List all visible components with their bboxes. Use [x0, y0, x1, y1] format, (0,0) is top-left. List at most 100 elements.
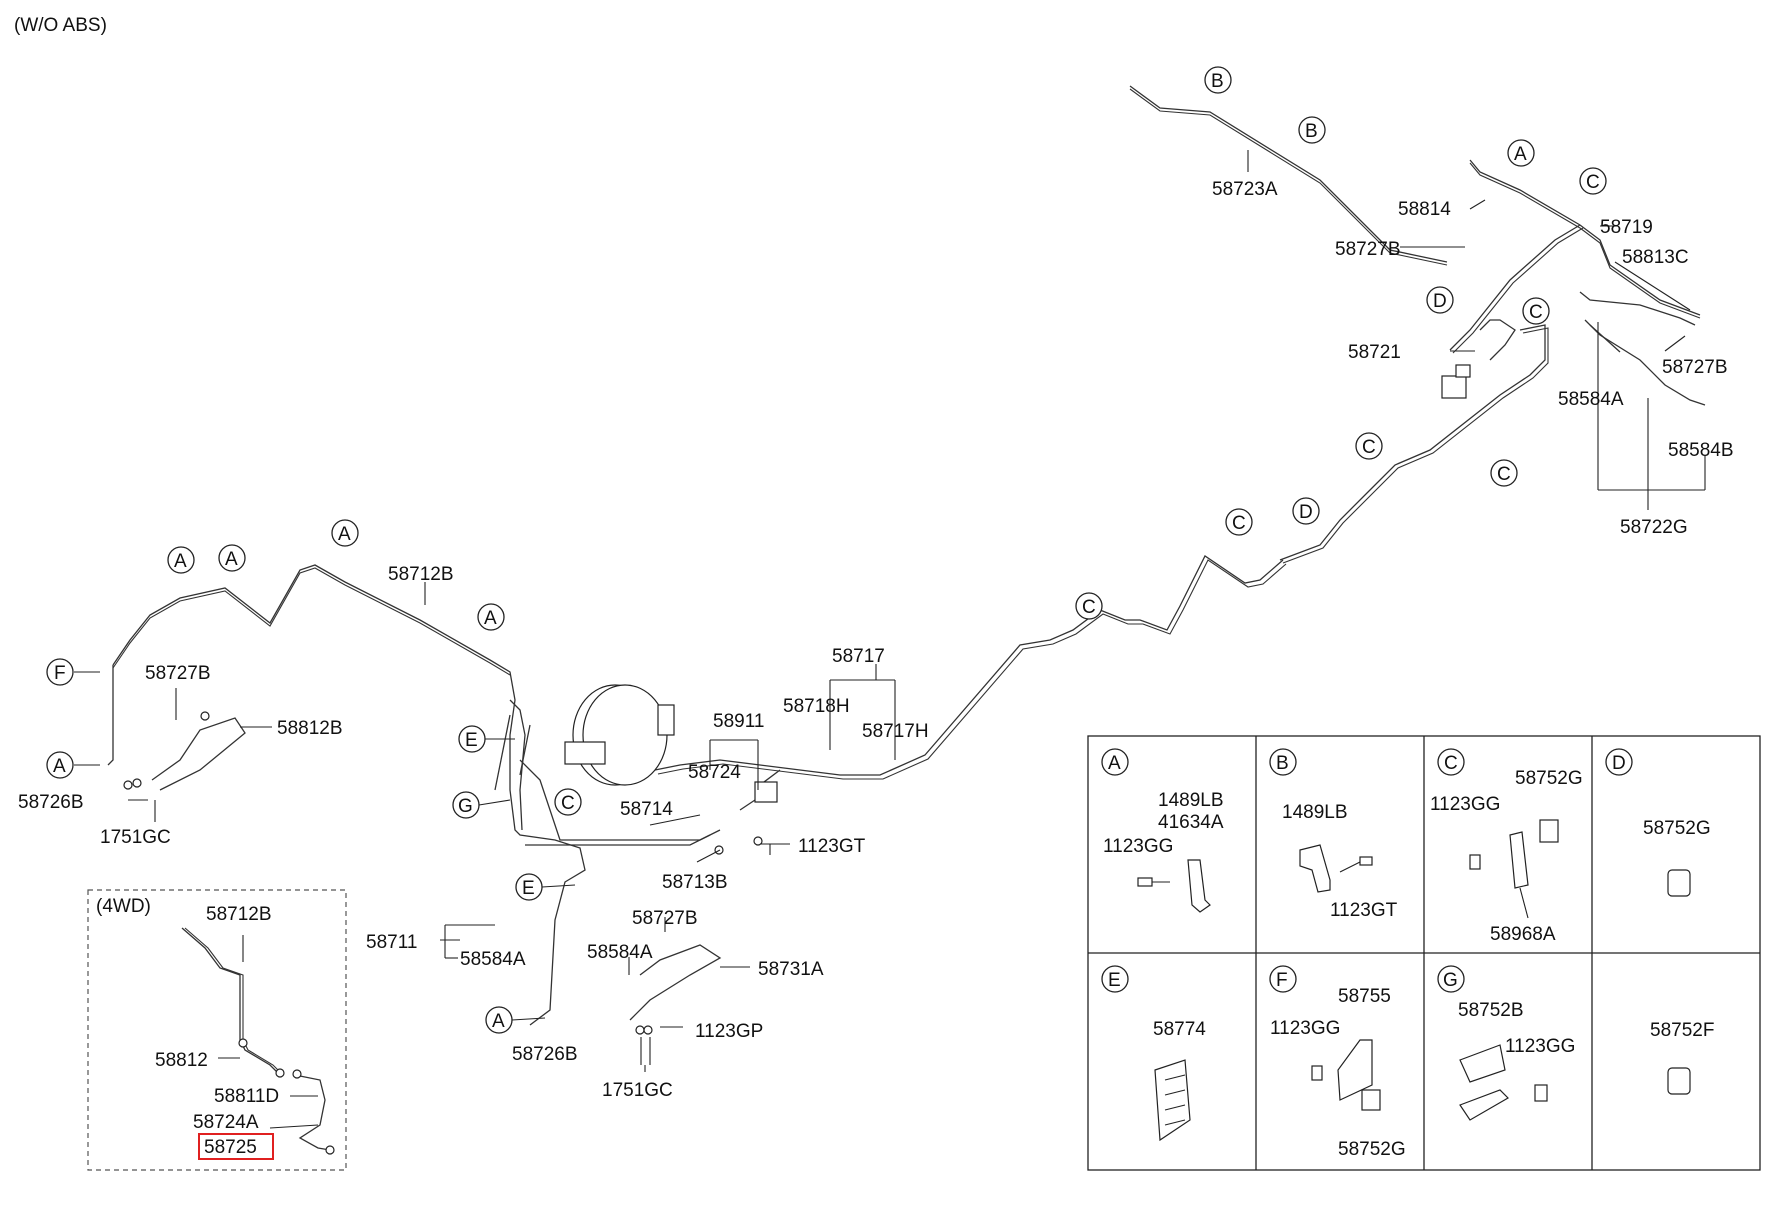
callout-F: F [46, 658, 74, 686]
label-58711: 58711 [366, 932, 417, 953]
svg-text:A: A [484, 608, 497, 629]
label-1751GC-left: 1751GC [100, 827, 171, 848]
label-58731A: 58731A [758, 959, 824, 980]
svg-text:1123GG: 1123GG [1103, 836, 1173, 857]
svg-text:E: E [1108, 970, 1121, 991]
bolt-icon [1534, 1084, 1548, 1102]
label-58812B: 58812B [277, 718, 343, 739]
inset-label-58811D: 58811D [214, 1086, 279, 1107]
callout-C: C [1490, 459, 1518, 487]
svg-text:58774: 58774 [1153, 1019, 1206, 1040]
svg-text:D: D [1433, 291, 1447, 312]
label-58724: 58724 [688, 762, 741, 783]
callout-A: A [46, 751, 74, 779]
svg-text:1123GG: 1123GG [1270, 1018, 1340, 1039]
svg-text:E: E [465, 730, 478, 751]
label-58718H: 58718H [783, 696, 850, 717]
clip-58752F [1667, 1067, 1691, 1095]
svg-text:C: C [1444, 753, 1458, 774]
bolt-icon [1311, 1065, 1323, 1081]
legend-cell-D: D 58752G [1605, 748, 1711, 897]
label-58712B: 58712B [388, 564, 454, 585]
label-58813C: 58813C [1622, 247, 1689, 268]
clip-g-bracket [1459, 1089, 1509, 1121]
clip-legend-table: A 1489LB 41634A 1123GG B 1489LB 1123GT 1… [1087, 735, 1761, 1171]
svg-text:1489LB: 1489LB [1158, 790, 1224, 811]
label-58717H: 58717H [862, 721, 929, 742]
inset-label-58725: 58725 [204, 1137, 257, 1158]
label-58713B: 58713B [662, 872, 728, 893]
callout-B: B [1298, 116, 1326, 144]
svg-text:D: D [1612, 753, 1626, 774]
inset-label-58812: 58812 [155, 1050, 208, 1071]
callout-A: A [167, 546, 195, 574]
svg-text:1123GG: 1123GG [1505, 1036, 1575, 1057]
rear-brake-lines [1129, 85, 1706, 564]
callout-A: A [218, 544, 246, 572]
svg-text:A: A [338, 524, 351, 545]
clip-a-bracket [1187, 859, 1211, 913]
proportioning-valve [1441, 375, 1467, 399]
callout-C: C [1522, 297, 1550, 325]
clip-c-retainer [1539, 819, 1559, 843]
inset-label-58712B: 58712B [206, 904, 272, 925]
label-58814: 58814 [1398, 199, 1451, 220]
callout-C: C [1355, 432, 1383, 460]
svg-text:58752G: 58752G [1515, 768, 1583, 789]
legend-cell-C: 1123GG C 1123GG 58752G 58968A [1430, 748, 1583, 945]
clip-f-retainer [1361, 1089, 1381, 1111]
svg-text:A: A [53, 756, 66, 777]
label-58721: 58721 [1348, 342, 1401, 363]
svg-text:58755: 58755 [1338, 986, 1391, 1007]
callout-C: C [554, 788, 582, 816]
label-58584A-mid2: 58584A [587, 942, 653, 963]
bolt-icon [1137, 877, 1153, 887]
svg-text:C: C [1082, 597, 1096, 618]
svg-text:B: B [1211, 71, 1224, 92]
svg-text:F: F [1276, 970, 1288, 991]
bolt-icon [1469, 854, 1481, 870]
label-58727B-top: 58727B [1335, 239, 1401, 260]
callout-circles: B B A C D C C C D C C A A A A F A E G C … [46, 66, 1607, 1034]
clip-e-multi [1154, 1059, 1191, 1142]
label-1123GP: 1123GP [695, 1021, 763, 1042]
svg-text:41634A: 41634A [1158, 812, 1224, 833]
bolt-icon [1359, 856, 1373, 866]
label-58714: 58714 [620, 799, 673, 820]
callout-A: A [331, 519, 359, 547]
label-58584B: 58584B [1668, 440, 1734, 461]
label-58726B-left: 58726B [18, 792, 84, 813]
legend-cell-G: G 58752B 1123GG [1437, 965, 1575, 1121]
label-1751GC-mid: 1751GC [602, 1080, 673, 1101]
svg-text:58752G: 58752G [1643, 818, 1711, 839]
callout-C: C [1579, 167, 1607, 195]
inset-title: (4WD) [96, 896, 151, 917]
part-labels: 58723A 58814 58727B 58719 58813C 58721 5… [18, 179, 1734, 1101]
junction-block [754, 781, 778, 803]
clip-b-bracket [1299, 844, 1331, 893]
svg-text:58752G: 58752G [1338, 1139, 1406, 1160]
svg-text:1123GG: 1123GG [1430, 794, 1500, 815]
svg-text:A: A [1108, 753, 1121, 774]
callout-A: A [477, 603, 505, 631]
svg-text:58752F: 58752F [1650, 1020, 1714, 1041]
callout-C: C [1225, 508, 1253, 536]
inset-label-58724A: 58724A [193, 1112, 259, 1133]
callout-C: C [1075, 592, 1103, 620]
callout-A: A [1507, 139, 1535, 167]
svg-text:B: B [1305, 121, 1318, 142]
svg-text:A: A [1514, 144, 1527, 165]
brake-booster [564, 684, 675, 786]
callout-A: A [485, 1006, 513, 1034]
label-58726B-mid: 58726B [512, 1044, 578, 1065]
leader-lines [128, 150, 1706, 1072]
highlight-box [198, 1133, 274, 1160]
svg-text:G: G [458, 796, 473, 817]
clip-f-bracket [1337, 1039, 1373, 1101]
svg-text:1489LB: 1489LB [1282, 802, 1348, 823]
inset-4wd: (4WD) 58712B 58812 58811D 58724A 58725 [87, 889, 347, 1171]
label-58723A: 58723A [1212, 179, 1278, 200]
svg-text:G: G [1443, 970, 1458, 991]
clip-d-retainer [1667, 869, 1691, 897]
svg-text:58752B: 58752B [1458, 1000, 1524, 1021]
